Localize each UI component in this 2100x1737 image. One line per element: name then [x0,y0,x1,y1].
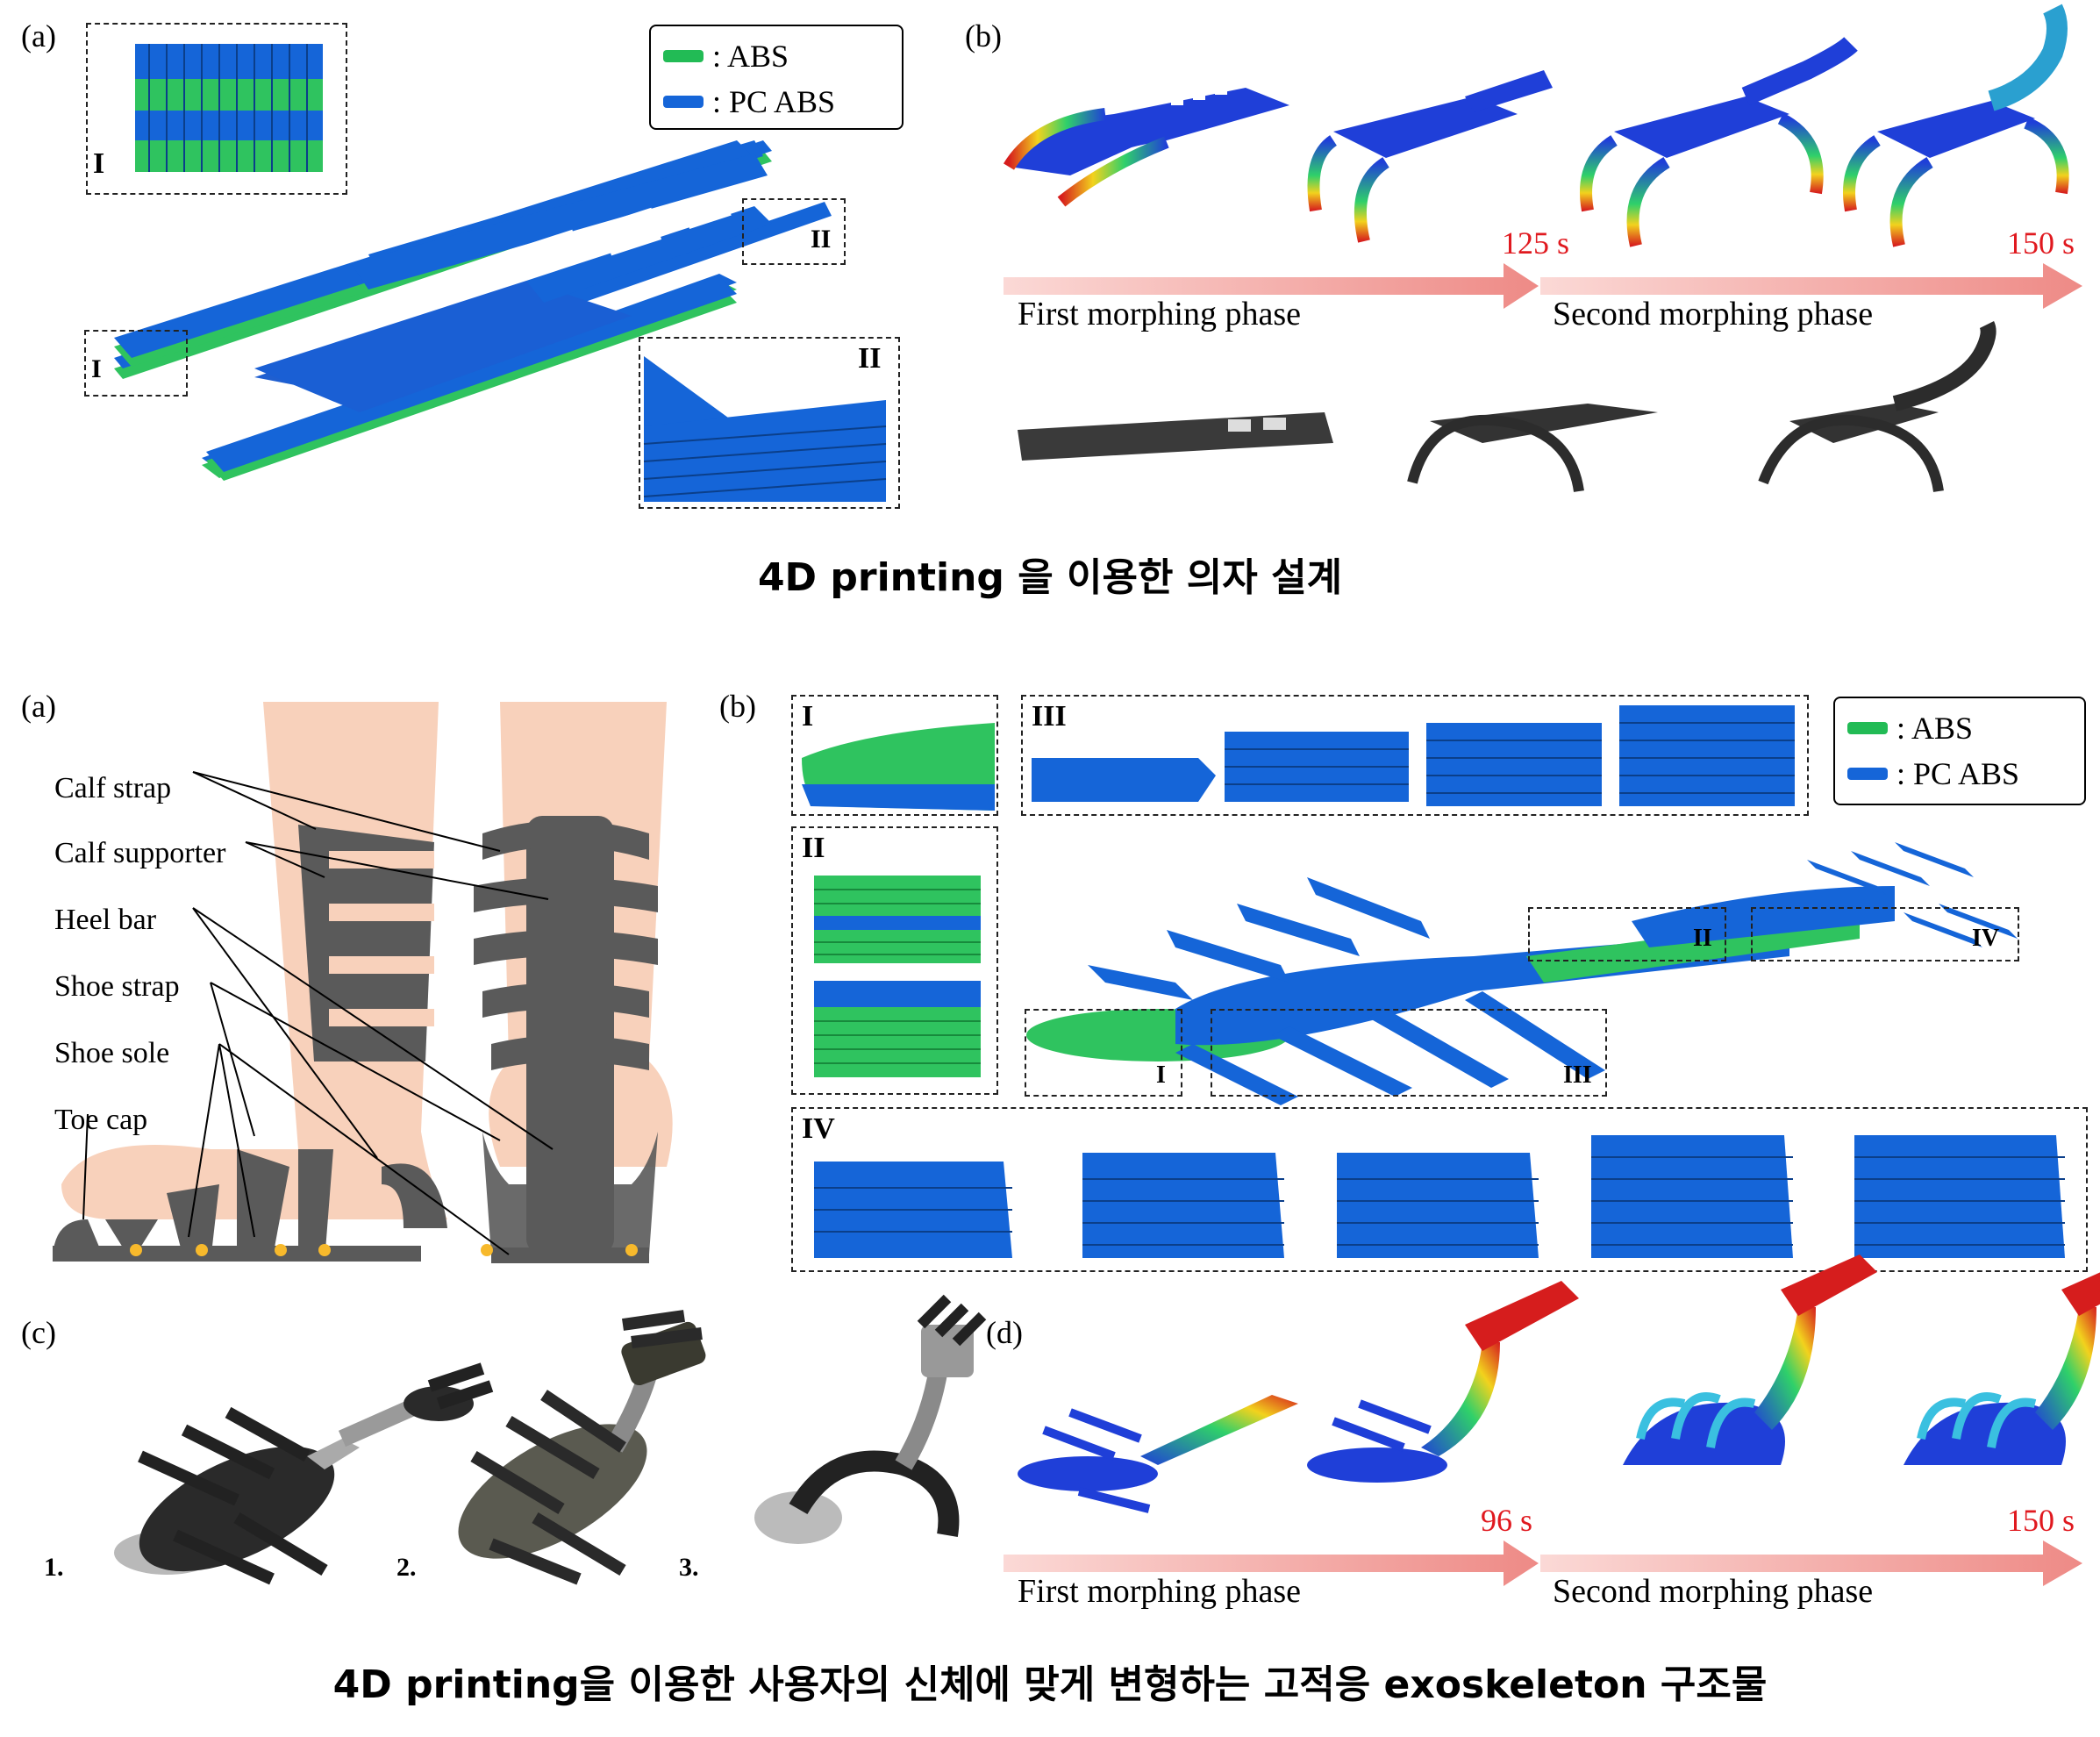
sim-exo-1 [1018,1395,1298,1513]
top-inset-II-layers [643,356,887,502]
abs-swatch-icon [1847,722,1888,734]
bottom-time1: 96 s [1481,1503,1533,1538]
sim-chair-2 [1307,70,1553,243]
photo-final [754,1294,987,1544]
abs-swatch-icon [663,50,704,62]
side-leg [61,702,447,1219]
exoskeleton-simulation-sequence [1018,1254,2100,1513]
side-exoskeleton [53,825,447,1262]
sim-exo-2 [1307,1281,1579,1483]
chair-simulation-sequence [1003,4,2069,247]
legend-pcabs: : PC ABS [663,79,889,125]
exoskeleton-cad-model [1026,842,2018,1105]
sim-chair-4 [1843,4,2069,247]
top-phase1-label: First morphing phase [1018,296,1301,332]
bottom-phase-arrows [1004,1540,2082,1586]
bottom-panel-b-label: (b) [719,689,756,724]
chair-photo-final [1758,320,1996,492]
bottom-model-inset-IV-marker: IV [1751,907,2019,961]
bottom-inset-III-stacks [1032,705,1795,806]
chair-photo-flat [1018,412,1333,461]
chair-photo-partial [1407,404,1658,492]
phase1-arrow-icon [1004,1540,1539,1586]
top-phase-arrows [1004,263,2082,309]
bottom-model-inset-II-marker: II [1528,907,1726,961]
top-caption: 4D printing 을 이용한 의자 설계 [757,555,1343,600]
pcabs-swatch-icon [663,96,704,108]
phase2-arrow-icon [1540,1540,2082,1586]
chair-back-model [114,140,772,481]
bottom-panel-c-label: (c) [21,1315,56,1350]
photo-number-2: 2. [396,1553,417,1582]
legend-abs: : ABS [663,33,889,79]
exoskeleton-leg-illustration [53,702,673,1263]
top-panel-a-label: (a) [21,18,56,54]
bottom-panel-d-label: (d) [986,1315,1023,1350]
photo-flat [114,1362,494,1585]
photo-number-3: 3. [679,1553,699,1582]
top-legend: : ABS : PC ABS [649,25,904,130]
bottom-inset-IV-stacks [814,1135,2065,1258]
label-shoe-strap: Shoe strap [54,970,180,1003]
legend-pcabs: : PC ABS [1847,751,2072,797]
bottom-inset-II-box: II [791,826,998,1095]
bottom-legend: : ABS : PC ABS [1833,697,2086,805]
sim-exo-4 [1904,1272,2100,1465]
top-time1: 125 s [1502,225,1570,261]
top-inset-I-numeral: I [93,147,105,180]
label-calf-supporter: Calf supporter [54,837,226,869]
bottom-inset-I-layers [802,723,995,811]
pcabs-swatch-icon [1847,768,1888,780]
top-inset-I-layers [135,44,323,172]
photo-partial [458,1310,706,1585]
top-panel-b-label: (b) [965,18,1002,54]
bottom-inset-II-layers [814,876,981,1077]
top-time2: 150 s [2007,225,2075,261]
top-inset-II-box: II [639,337,900,509]
label-toe-cap: Toe cap [54,1104,148,1136]
bottom-time2: 150 s [2007,1503,2075,1538]
back-exoskeleton [474,816,658,1263]
top-model-inset-I-marker: I [84,330,188,397]
photo-number-1: 1. [44,1553,64,1582]
bottom-model-inset-I-marker: I [1025,1009,1182,1097]
label-heel-bar: Heel bar [54,904,157,936]
phase2-arrow-icon [1540,263,2082,309]
exoskeleton-photos [114,1294,987,1585]
phase1-arrow-icon [1004,263,1539,309]
bottom-phase2-label: Second morphing phase [1553,1573,1874,1610]
label-calf-strap: Calf strap [54,772,172,804]
bottom-model-inset-III-marker: III [1211,1009,1607,1097]
top-model-inset-II-marker: II [742,198,846,265]
top-inset-I-box: I [86,23,347,195]
bottom-inset-IV-box: IV [791,1107,2088,1272]
sim-exo-3 [1623,1254,1877,1465]
bottom-caption: 4D printing을 이용한 사용자의 신체에 맞게 변형하는 고적응 ex… [332,1662,1768,1707]
sim-chair-1 [1003,86,1289,207]
bottom-inset-III-box: III [1021,695,1809,816]
screw-dots [130,1244,638,1256]
bottom-phase1-label: First morphing phase [1018,1573,1301,1610]
bottom-panel-a-label: (a) [21,689,56,724]
chair-photos [1018,320,1996,492]
legend-abs: : ABS [1847,705,2072,751]
leader-lines [82,771,554,1255]
sim-chair-3 [1580,36,1858,247]
bottom-inset-I-box: I [791,695,998,816]
top-phase2-label: Second morphing phase [1553,296,1874,332]
label-shoe-sole: Shoe sole [54,1037,170,1069]
